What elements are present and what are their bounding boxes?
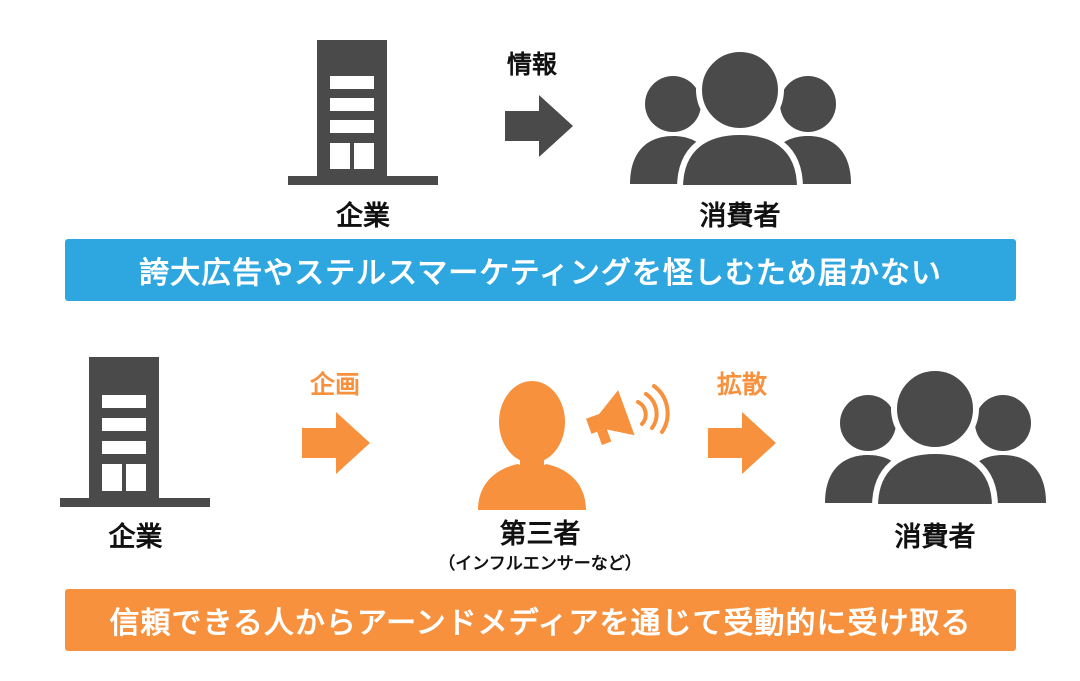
megaphone-icon [586, 384, 670, 445]
people-group-icon [825, 365, 1046, 510]
arrow-right-icon [302, 412, 370, 474]
arrow-right-icon [505, 95, 573, 157]
building-icon [288, 40, 438, 185]
bottom-consumers-label: 消費者 [894, 522, 976, 553]
bottom-arrow2-label: 拡散 [716, 370, 767, 399]
bottom-company-label: 企業 [108, 522, 163, 553]
top-consumers-label: 消費者 [699, 201, 781, 232]
bottom-banner: 信頼できる人からアーンドメディアを通じて受動的に受け取る [65, 589, 1016, 651]
arrow-right-icon [708, 412, 776, 474]
third-party-sublabel: （インフルエンサーなど） [438, 554, 642, 574]
building-icon [60, 357, 210, 507]
bottom-arrow1-label: 企画 [309, 370, 360, 399]
people-group-icon [630, 46, 851, 191]
top-company-label: 企業 [336, 201, 390, 232]
person-icon [478, 381, 586, 510]
top-arrow-label: 情報 [506, 50, 557, 79]
top-banner: 誇大広告やステルスマーケティングを怪しむため届かない [65, 239, 1016, 301]
third-party-label: 第三者 [499, 519, 581, 550]
